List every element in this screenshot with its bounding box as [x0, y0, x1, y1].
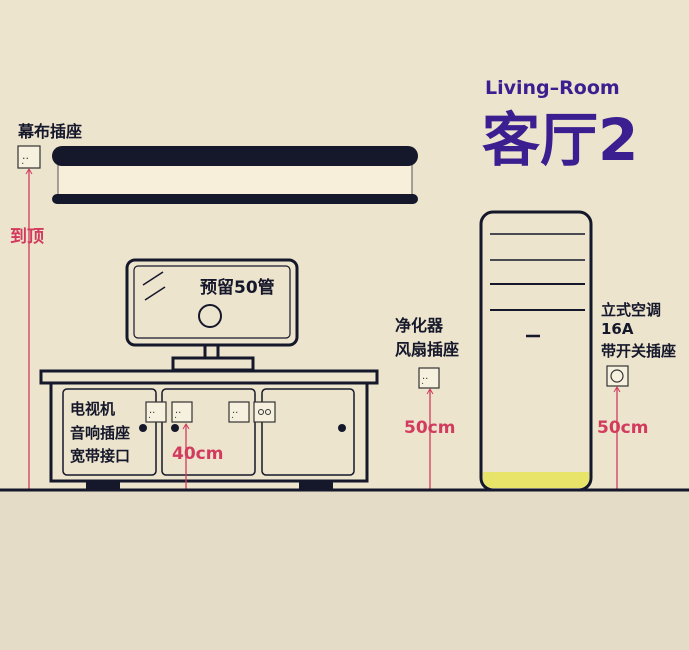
cabinet-height-dimension	[182, 423, 190, 489]
switched-socket-icon	[606, 365, 629, 387]
floor-area	[0, 491, 689, 650]
ac-height-dimension	[613, 386, 621, 489]
cabinet-label-line-3: 宽带接口	[69, 447, 130, 465]
svg-text:·̣·: ·̣·	[422, 374, 428, 385]
purifier-height-label: 50cm	[404, 418, 455, 438]
power-socket-icon: ·̣·	[228, 401, 250, 423]
svg-text:·̣·: ·̣·	[149, 408, 155, 419]
screen-socket-icon: ·̣·	[17, 145, 41, 169]
ac-height-label: 50cm	[597, 418, 648, 438]
ac-label-line-3: 带开关插座	[601, 342, 676, 360]
screen-height-dimension	[25, 168, 33, 489]
purifier-label-line-2: 风扇插座	[395, 340, 459, 359]
power-socket-icon: ·̣·	[145, 401, 167, 423]
ac-label-line-2: 16A	[601, 320, 634, 338]
ac-label-line-1: 立式空调	[601, 301, 661, 319]
title-english: Living–Room	[485, 77, 620, 99]
power-socket-icon: ·̣·	[171, 401, 193, 423]
screen-socket-label: 幕布插座	[17, 122, 82, 141]
screen-height-label: 到顶	[10, 227, 44, 247]
svg-text:·̣·: ·̣·	[175, 408, 181, 419]
title-chinese: 客厅2	[482, 106, 638, 174]
purifier-height-dimension	[426, 388, 434, 489]
cabinet-height-label: 40cm	[172, 444, 223, 464]
tv-cabinet	[39, 369, 379, 490]
network-socket-icon	[253, 401, 276, 423]
svg-text:·̣·: ·̣·	[232, 408, 238, 419]
projection-screen	[52, 146, 418, 204]
tv-conduit-label: 预留50管	[200, 277, 275, 298]
purifier-label-line-1: 净化器	[395, 316, 444, 335]
cabinet-label-line-1: 电视机	[70, 400, 115, 418]
purifier-socket-icon: ·̣·	[418, 367, 440, 389]
svg-text:·̣·: ·̣·	[21, 152, 29, 165]
cabinet-label-line-2: 音响插座	[70, 424, 130, 442]
